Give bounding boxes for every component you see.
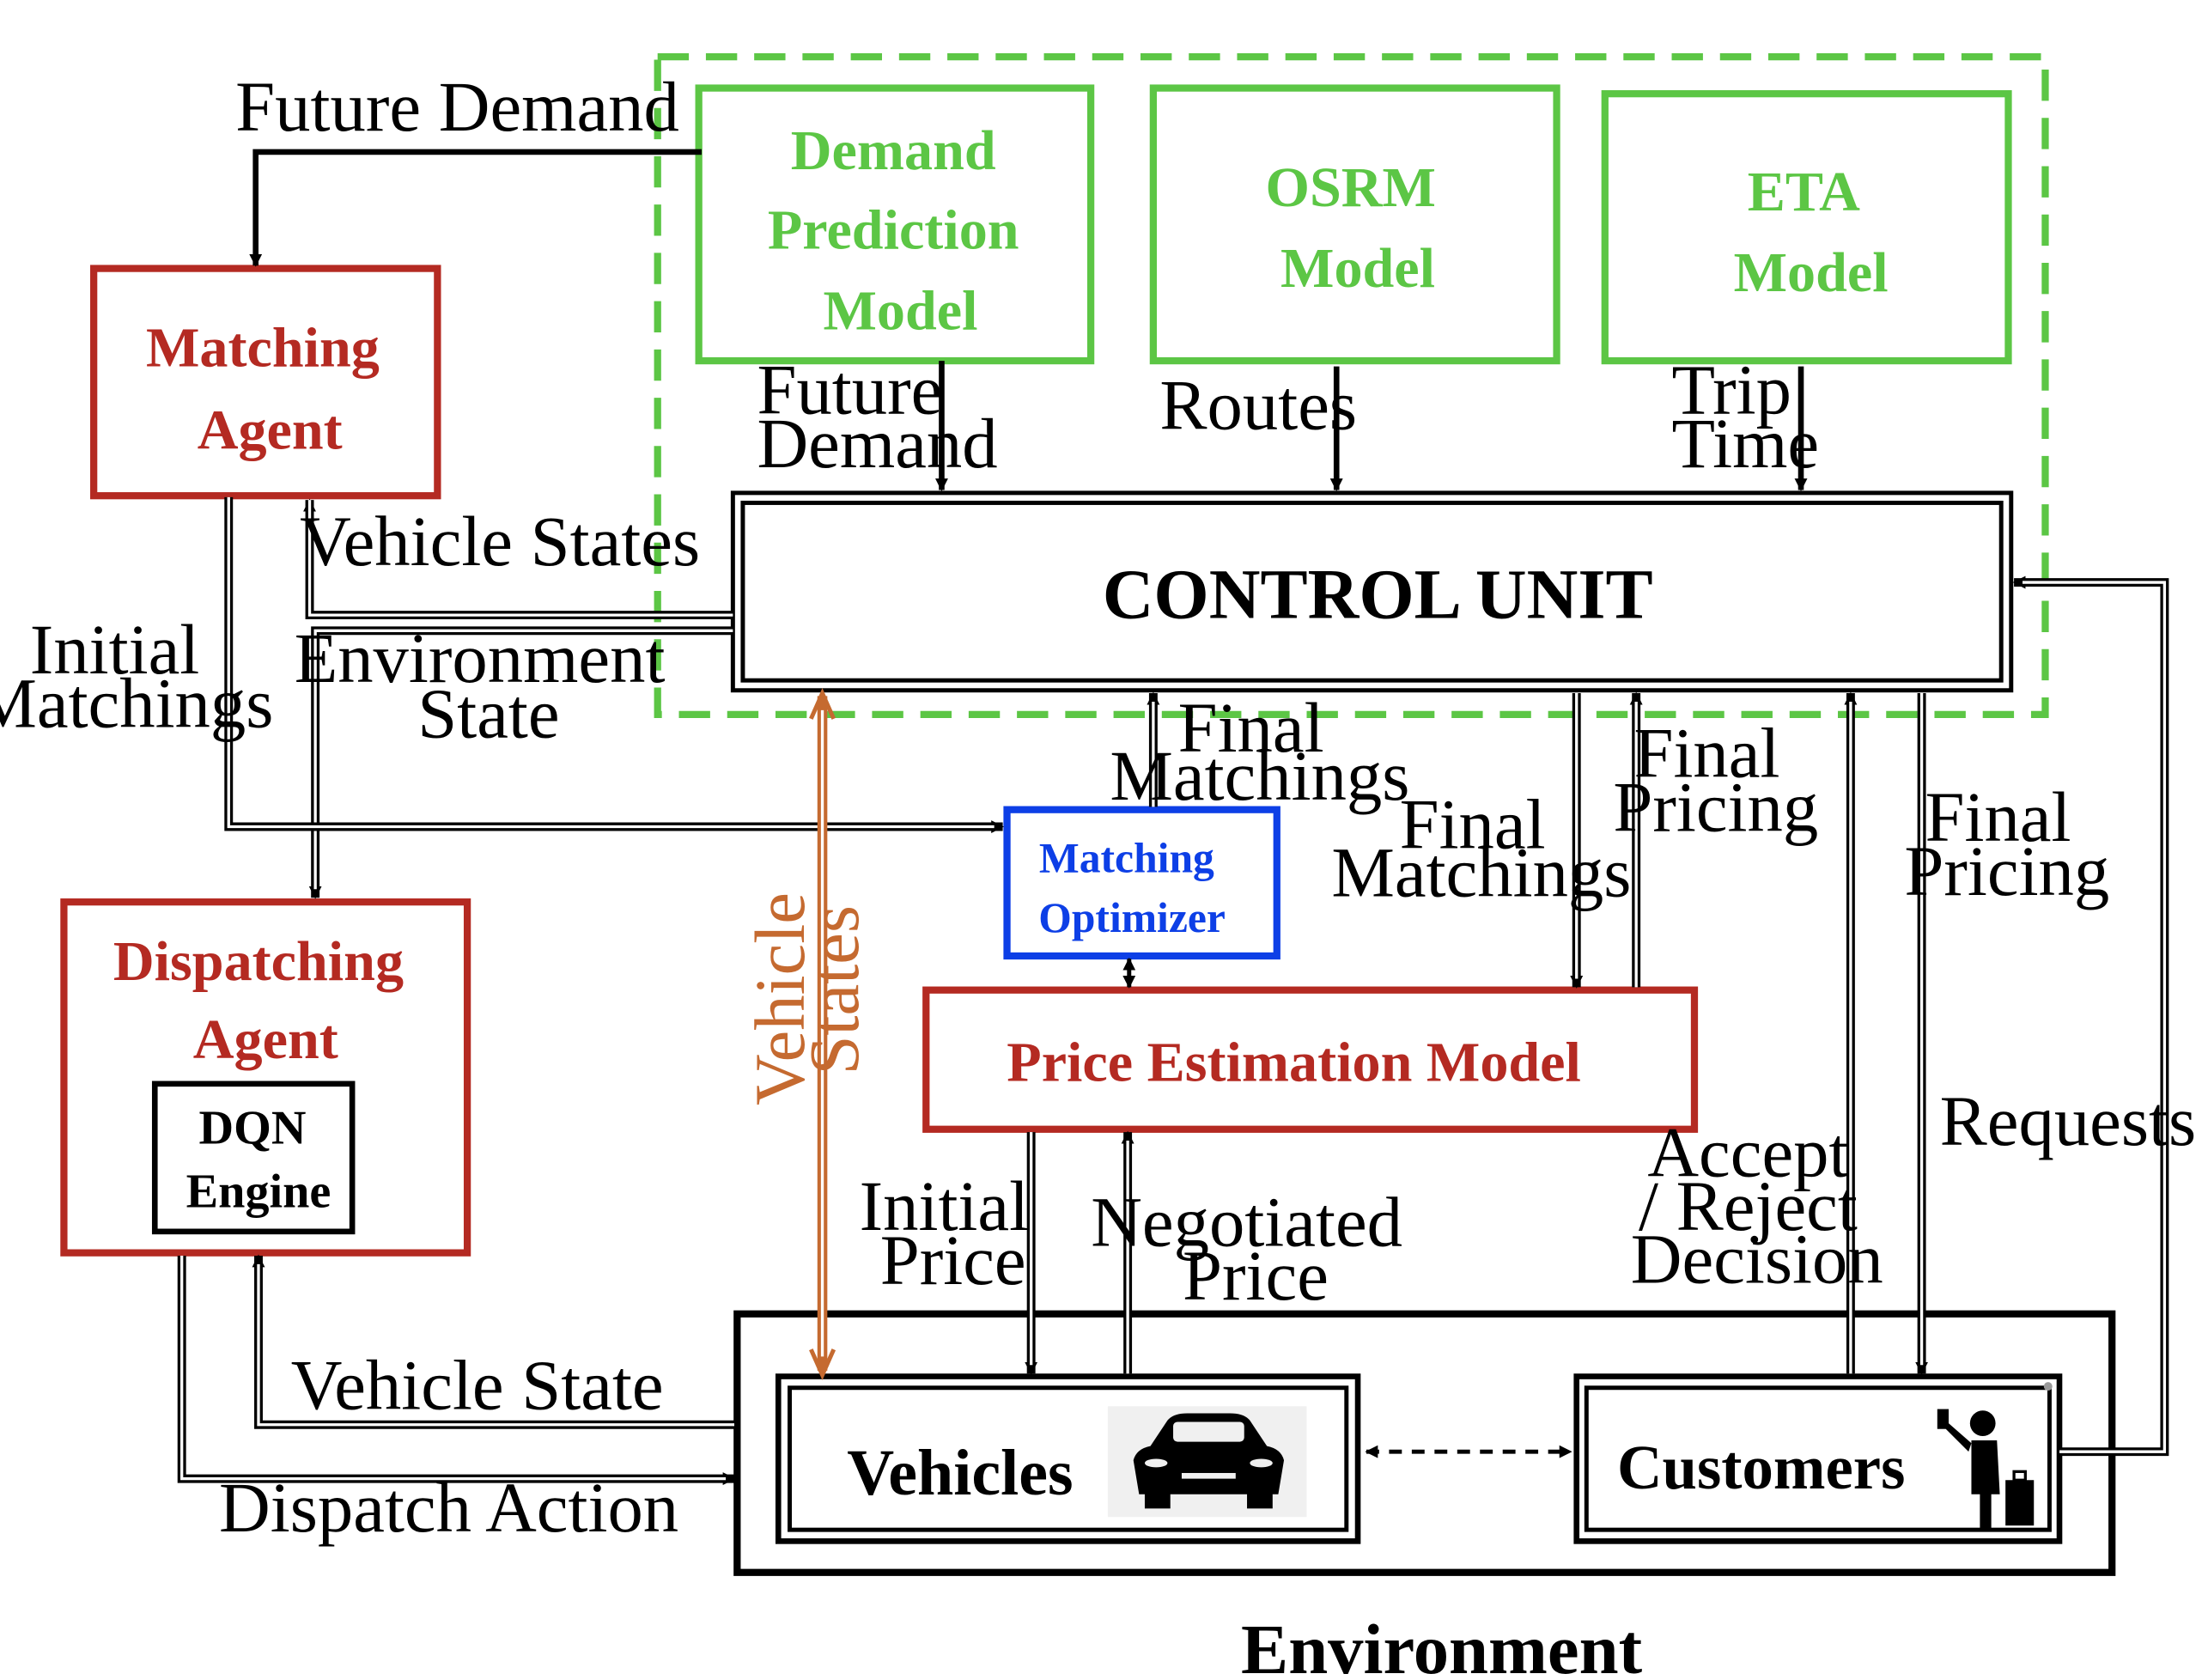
label-future-demand: Future Demand xyxy=(757,350,997,483)
matching-optimizer-box[interactable]: Matching Optimizer xyxy=(1003,806,1280,960)
label-requests: Requests xyxy=(1940,1081,2197,1160)
label-initial-price: Initial Price xyxy=(860,1166,1047,1300)
label-final-matchings-top: Final Matchings xyxy=(1110,688,1409,815)
label-accept-reject: Accept / Reject Decision xyxy=(1631,1112,1883,1298)
svg-text:Dispatching Agent: Dispatching Agent xyxy=(113,930,418,1071)
eta-model-box[interactable]: ETA Model xyxy=(1601,90,2012,365)
svg-text:Matching Agent: Matching Agent xyxy=(146,317,393,462)
svg-text:Vehicles: Vehicles xyxy=(847,1437,1073,1509)
label-initial-matchings: Initial Matchings xyxy=(0,610,273,743)
svg-text:ETA Model: ETA Model xyxy=(1734,161,1889,304)
label-dispatch-action: Dispatch Action xyxy=(219,1468,678,1547)
car-icon xyxy=(1107,1406,1307,1518)
control-unit-box[interactable]: CONTROL UNIT xyxy=(730,490,2014,693)
price-estimation-model-box[interactable]: Price Estimation Model xyxy=(922,986,1699,1133)
dqn-engine-box: DQN Engine xyxy=(151,1080,356,1235)
svg-text:DQN Engine: DQN Engine xyxy=(186,1101,332,1218)
matching-agent-box[interactable]: Matching Agent xyxy=(90,265,441,500)
environment-box xyxy=(733,1310,2116,1576)
svg-text:Price Estimation Model: Price Estimation Model xyxy=(1007,1032,1581,1094)
control-unit-title: CONTROL UNIT xyxy=(1103,554,1653,633)
label-final-pricing-mid: Final Pricing xyxy=(1613,714,1818,847)
osrm-model-box[interactable]: OSRM Model xyxy=(1149,84,1560,365)
label-environment-state: Environment State xyxy=(295,618,683,752)
connectors xyxy=(177,149,2169,1486)
svg-text:Customers: Customers xyxy=(1617,1433,1905,1502)
label-routes: Routes xyxy=(1159,365,1357,444)
label-vehicle-state: Vehicle State xyxy=(291,1346,664,1425)
label-vehicle-states-vertical: Vehicle States xyxy=(740,874,873,1105)
customers-box[interactable]: Customers xyxy=(1573,1373,2063,1544)
person-with-phone-and-luggage-icon xyxy=(1937,1382,2053,1529)
edge-labels: Future Demand Future Demand Routes Trip … xyxy=(0,67,2196,1547)
demand-prediction-model-box[interactable]: Demand Prediction Model xyxy=(695,84,1095,365)
label-final-matchings-right: Final Matchings xyxy=(1331,784,1631,911)
svg-text:OSRM Model: OSRM Model xyxy=(1266,156,1451,300)
prediction-services-group xyxy=(654,53,2049,718)
label-vehicle-states: Vehicle States xyxy=(300,502,700,581)
svg-text:Matching Optimizer: Matching Optimizer xyxy=(1038,834,1226,940)
label-future-demand-top: Future Demand xyxy=(235,67,679,146)
svg-text:Demand Prediction: Demand Prediction Model xyxy=(768,119,1033,343)
label-final-pricing-right: Final Pricing xyxy=(1904,777,2109,910)
label-negotiated-price: Negotiated Price xyxy=(1091,1182,1420,1315)
vehicles-box[interactable]: Vehicles xyxy=(775,1373,1361,1544)
label-trip-time: Trip Time xyxy=(1672,350,1820,483)
environment-title: Environment xyxy=(1241,1610,1643,1680)
dispatching-agent-box[interactable]: Dispatching Agent DQN Engine xyxy=(60,898,471,1257)
